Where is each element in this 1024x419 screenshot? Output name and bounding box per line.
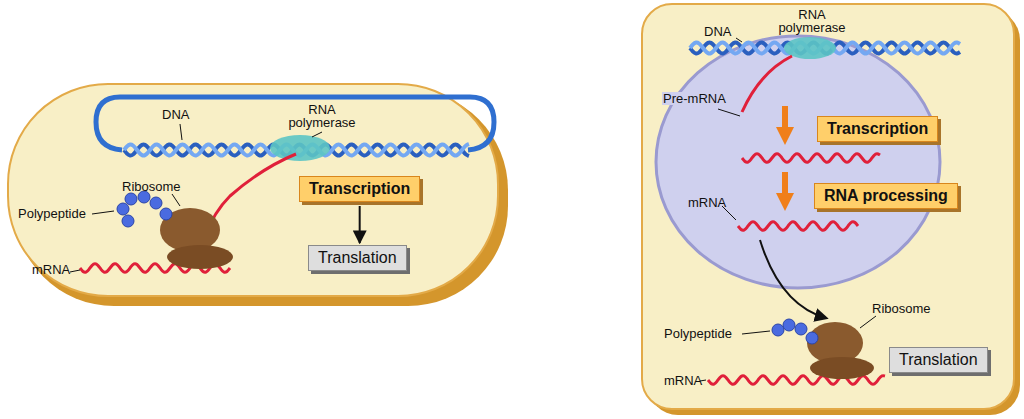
ribosome-small (810, 357, 874, 379)
rna-polymerase (270, 135, 330, 161)
step-arrow (782, 106, 788, 136)
box-label: Transcription (827, 120, 928, 138)
process-box: RNA processing (814, 183, 958, 209)
box-label: Translation (899, 351, 978, 369)
box-label: RNA processing (824, 187, 948, 205)
step-box: Translation (308, 245, 407, 271)
box-label: Translation (318, 249, 397, 267)
part-label: DNA (162, 108, 189, 121)
ribosome-large (160, 208, 220, 252)
part-label: DNA (704, 25, 731, 38)
nucleus (656, 36, 940, 288)
mrna-strand (738, 222, 858, 231)
part-label: Polypeptide (18, 207, 86, 220)
process-box: Transcription (817, 116, 938, 142)
part-label: RNA polymerase (772, 8, 852, 34)
prokaryote-cell (8, 84, 498, 296)
process-box: Transcription (299, 176, 420, 202)
part-label: Pre-mRNA (662, 92, 727, 105)
eukaryote-cell (642, 4, 1014, 409)
part-label: mRNA (32, 263, 70, 276)
part-label: RNA polymerase (282, 103, 362, 129)
step-arrow (782, 172, 788, 202)
part-label: Ribosome (122, 180, 181, 193)
polypeptide-beads (772, 319, 818, 344)
leader-lines (70, 124, 322, 272)
export-arrow (760, 240, 826, 318)
flow-arrow (359, 206, 361, 243)
part-label: Polypeptide (664, 327, 732, 340)
pre-mrna-strand (742, 154, 880, 163)
step-box: Translation (889, 347, 988, 373)
part-label: Ribosome (872, 302, 931, 315)
ribosome-small (167, 245, 233, 269)
part-label: mRNA (664, 374, 702, 387)
box-label: Transcription (309, 180, 410, 198)
polypeptide-beads (117, 191, 172, 227)
pre-mrna-strand (742, 56, 792, 112)
part-label: mRNA (688, 196, 726, 209)
